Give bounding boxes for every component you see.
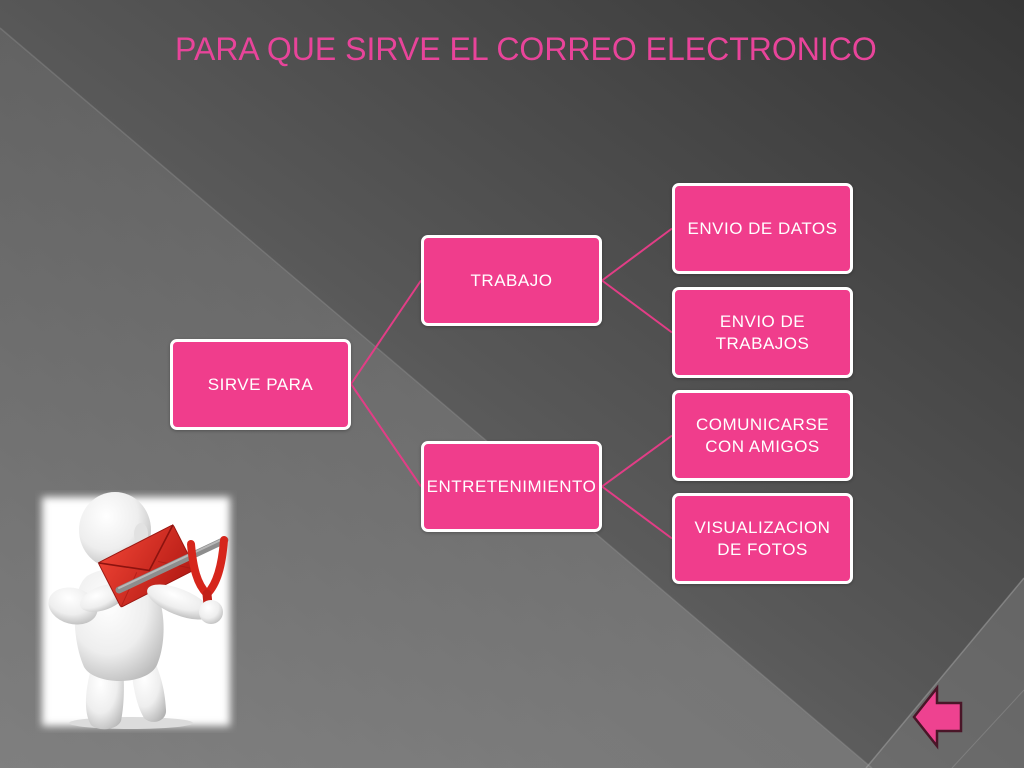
node-label-line: DE FOTOS [717, 539, 808, 559]
diagram-node-entretenimiento: ENTRETENIMIENTO [421, 441, 602, 532]
node-label-line: CON AMIGOS [705, 436, 820, 456]
connector-trabajo-envio-de-trabajos [601, 279, 673, 334]
envelope-flap [98, 524, 174, 572]
figure-shadow [69, 717, 193, 729]
node-label-line: ENVIO DE DATOS [687, 218, 838, 238]
node-label-line: ENTRETENIMIENTO [426, 476, 597, 496]
envelope-slingshot-icon [42, 492, 230, 730]
slide-title: PARA QUE SIRVE EL CORREO ELECTRONICO [175, 31, 877, 67]
diagram-node-sirve-para: SIRVE PARA [170, 339, 351, 430]
node-label-line: COMUNICARSE [695, 414, 829, 434]
node-label-line: SIRVE PARA [207, 374, 314, 394]
background-crease-line [865, 577, 1024, 768]
figure-arm [147, 584, 211, 620]
background-crease-line [951, 689, 1024, 768]
diagram-node-envio-de-trabajos: ENVIO DE TRABAJOS [672, 287, 853, 378]
slingshot-band [115, 536, 229, 594]
connector-entretenimiento-comunicarse [601, 434, 673, 488]
node-label-line: ENVIO DE [719, 311, 806, 331]
node-label-line: VISUALIZACION [694, 517, 831, 537]
slingshot-band-highlight [118, 537, 226, 589]
back-arrow-button[interactable] [910, 684, 966, 750]
connector-entretenimiento-visualizacion [601, 485, 673, 540]
diagram-node-comunicarse-con-amigos: COMUNICARSE CON AMIGOS [672, 390, 853, 481]
connector-trabajo-envio-de-datos [601, 227, 673, 282]
arrow-left-icon[interactable] [910, 684, 966, 750]
figure-hand [199, 600, 223, 624]
background-corner-band [866, 578, 1024, 768]
node-label-line: TRABAJO [470, 270, 553, 290]
connector-sirve-para-entretenimiento [350, 383, 422, 488]
diagram-node-envio-de-datos: ENVIO DE DATOS [672, 183, 853, 274]
arrow-left-shape[interactable] [912, 684, 963, 750]
diagram-node-trabajo: TRABAJO [421, 235, 602, 326]
background-crease-line [0, 27, 873, 768]
node-label-line: TRABAJOS [715, 333, 810, 353]
diagram-node-visualizacion-de-fotos: VISUALIZACION DE FOTOS [672, 493, 853, 584]
connector-sirve-para-trabajo [350, 279, 422, 385]
